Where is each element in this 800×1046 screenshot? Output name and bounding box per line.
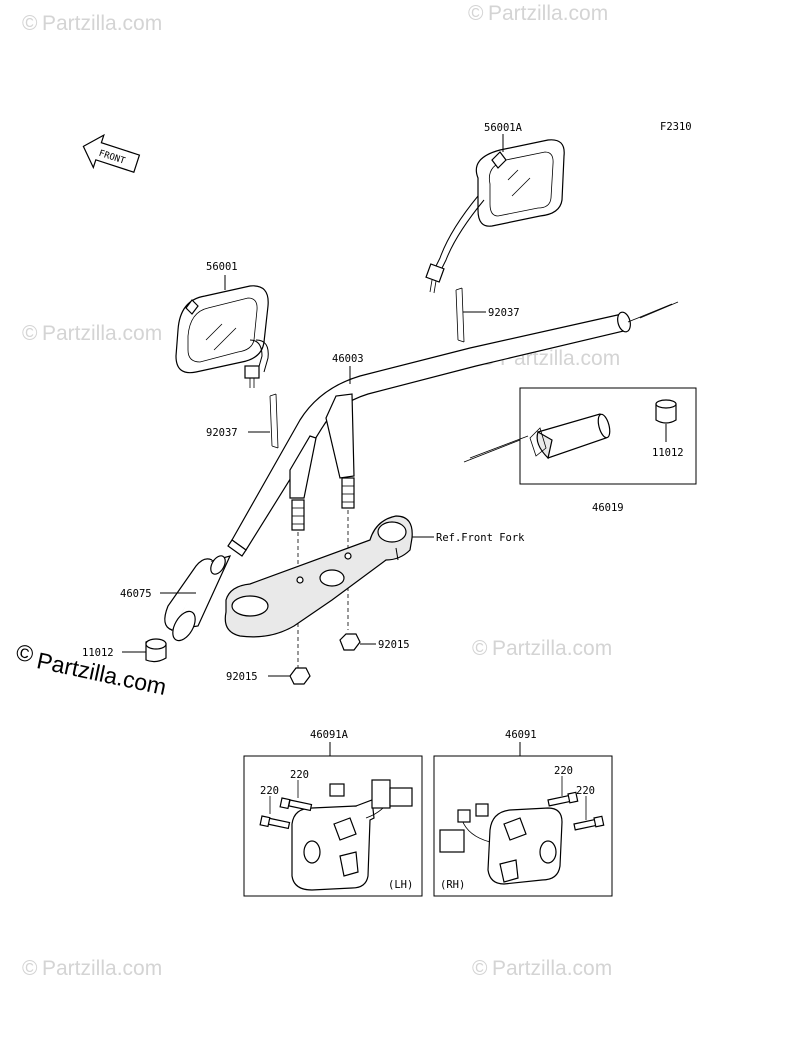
label-switch-left-box: 46091A bbox=[310, 729, 349, 741]
svg-text:Partzilla.com: Partzilla.com bbox=[492, 957, 612, 980]
label-cap-in-box: 11012 bbox=[652, 447, 684, 459]
watermark: © Partzilla.com bbox=[22, 957, 162, 980]
screw-rh-b bbox=[573, 815, 605, 831]
mirror-left bbox=[175, 285, 269, 388]
watermark: © Partzilla.com bbox=[22, 12, 162, 35]
cap-in-box bbox=[655, 399, 677, 424]
front-arrow-icon: FRONT bbox=[82, 133, 141, 173]
svg-text:©: © bbox=[22, 322, 38, 345]
switch-housing-right bbox=[439, 803, 563, 885]
label-ref-front-fork: Ref.Front Fork bbox=[436, 532, 525, 544]
nut-left bbox=[289, 667, 311, 685]
label-screw-rh-b: 220 bbox=[576, 785, 595, 797]
watermark: © Partzilla.com bbox=[472, 637, 612, 660]
svg-text:©: © bbox=[472, 637, 488, 660]
label-screw-rh-a: 220 bbox=[554, 765, 573, 777]
label-switch-right-box: 46091 bbox=[505, 729, 537, 741]
label-nut-left: 92015 bbox=[226, 671, 258, 683]
label-nut-right: 92015 bbox=[378, 639, 410, 651]
label-screw-lh-b: 220 bbox=[260, 785, 279, 797]
cap-left bbox=[145, 638, 167, 663]
spring-upper bbox=[455, 287, 465, 343]
grip-assembly-box bbox=[519, 387, 697, 485]
screw-lh-b bbox=[259, 815, 291, 830]
switch-right-box bbox=[433, 755, 613, 897]
switch-left-box bbox=[243, 755, 423, 897]
screw-lh-a bbox=[279, 797, 313, 812]
label-handlebar: 46003 bbox=[332, 353, 364, 365]
label-spring-lower: 92037 bbox=[206, 427, 238, 439]
label-spring-upper: 92037 bbox=[488, 307, 520, 319]
bar-clamp-bolts bbox=[291, 477, 355, 531]
label-mirror-right: 56001A bbox=[484, 122, 523, 134]
figure-code: F2310 bbox=[660, 121, 692, 133]
svg-text:Partzilla.com: Partzilla.com bbox=[488, 2, 608, 25]
label-mirror-left: 56001 bbox=[206, 261, 238, 273]
watermark: © Partzilla.com bbox=[472, 957, 612, 980]
grip-left bbox=[164, 555, 232, 642]
screw-rh-a bbox=[547, 791, 579, 807]
handlebar bbox=[227, 311, 631, 557]
fork-bracket bbox=[224, 515, 413, 638]
label-grip-assembly-box: 46019 bbox=[592, 502, 624, 514]
label-cap-left: 11012 bbox=[82, 647, 114, 659]
label-side-lh: (LH) bbox=[388, 879, 413, 891]
spring-lower bbox=[269, 393, 279, 449]
svg-text:©: © bbox=[22, 12, 38, 35]
svg-text:©: © bbox=[14, 639, 36, 668]
nut-right bbox=[339, 633, 361, 651]
watermark: © Partzilla.com bbox=[468, 2, 608, 25]
svg-text:Partzilla.com: Partzilla.com bbox=[42, 322, 162, 345]
grip-right bbox=[529, 413, 611, 460]
switch-housing-left bbox=[291, 779, 413, 891]
svg-text:©: © bbox=[22, 957, 38, 980]
mirror-right bbox=[425, 139, 565, 294]
svg-text:Partzilla.com: Partzilla.com bbox=[492, 637, 612, 660]
watermark: © Partzilla.com bbox=[22, 322, 162, 345]
label-screw-lh-a: 220 bbox=[290, 769, 309, 781]
svg-text:Partzilla.com: Partzilla.com bbox=[42, 957, 162, 980]
label-side-rh: (RH) bbox=[440, 879, 465, 891]
label-grip-left: 46075 bbox=[120, 588, 152, 600]
svg-text:©: © bbox=[472, 957, 488, 980]
svg-text:©: © bbox=[468, 2, 484, 25]
svg-text:Partzilla.com: Partzilla.com bbox=[42, 12, 162, 35]
